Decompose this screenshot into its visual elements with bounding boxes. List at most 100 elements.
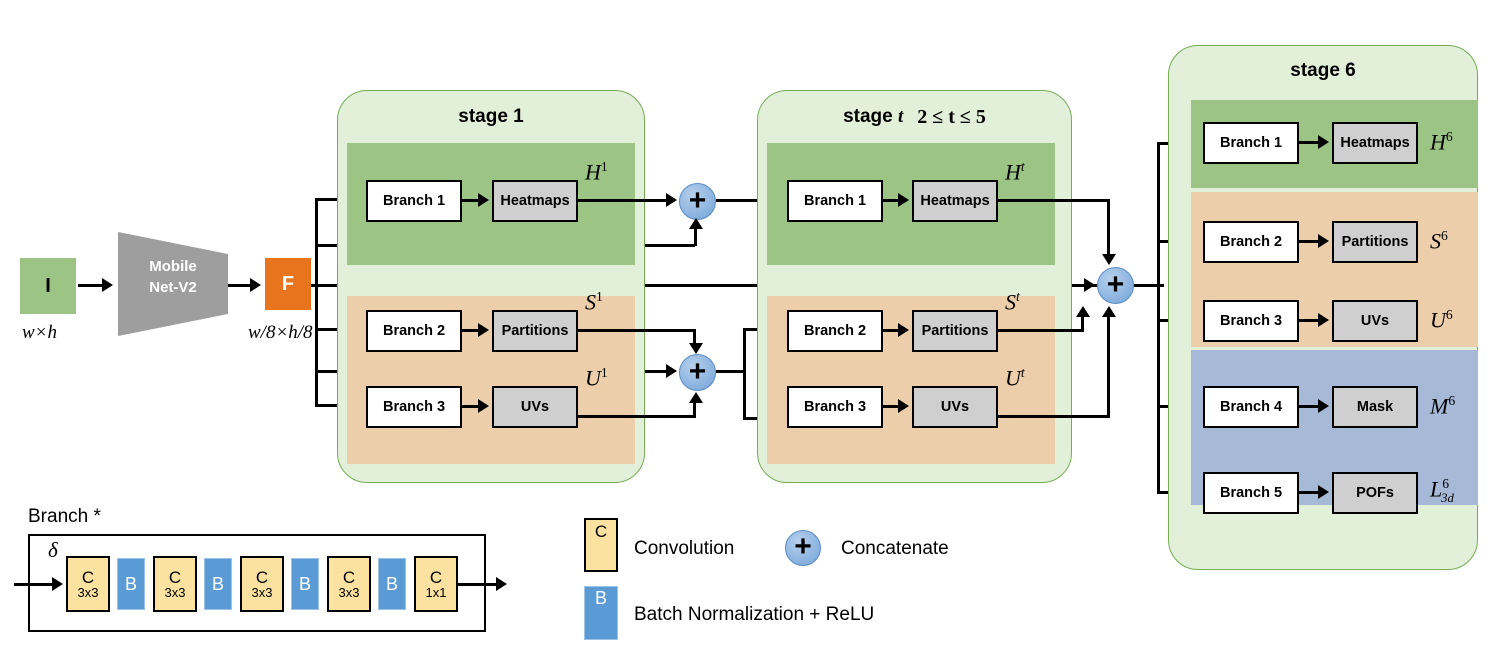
stage-t-branch-2: Branch 2	[787, 310, 883, 352]
arrowhead-s1-concat-green-in	[666, 193, 677, 207]
backbone-trapezoid-icon	[118, 232, 228, 336]
stage-t-branch-3: Branch 3	[787, 386, 883, 428]
stage6-input-bus	[1157, 142, 1160, 494]
stage-6-symbol-M: M6	[1430, 393, 1456, 419]
edge-st-uvs-up	[1107, 314, 1110, 416]
branch-block-bn-2: B	[204, 558, 232, 610]
arrowhead-concat-orange-top	[689, 343, 703, 354]
edge-s6-b1-to-heatmaps	[1299, 141, 1325, 144]
branch-block-conv-2-kernel: 3x3	[164, 585, 186, 601]
legend-bn-label: Batch Normalization + ReLU	[634, 604, 875, 625]
edge-branch-detail-in	[14, 583, 58, 586]
stage-t-output-heatmaps: Heatmaps	[912, 180, 998, 222]
edge-st-b1-to-heatmaps	[883, 199, 905, 202]
edge-st-partitions-up	[1081, 312, 1084, 330]
arrowhead-s1-heatmaps	[478, 193, 489, 207]
edge-st-heatmaps-down	[1107, 199, 1110, 257]
edge-s1-heatmaps-to-concat	[578, 199, 673, 202]
stage-1-symbol-S: S1	[585, 289, 603, 315]
branch-block-bn-3: B	[291, 558, 319, 610]
stage-1-output-uvs: UVs	[492, 386, 578, 428]
stage-1-output-heatmaps: Heatmaps	[492, 180, 578, 222]
branch-block-conv-2-letter: C	[168, 567, 182, 587]
stage-t-title: stage t 2 ≤ t ≤ 5	[757, 104, 1072, 130]
edge-s1-uvs-up	[693, 398, 696, 416]
stage-1-title: stage 1	[458, 106, 524, 127]
stage-6-output-heatmaps: Heatmaps	[1332, 122, 1418, 164]
edge-s6-b2-to-partitions	[1299, 240, 1325, 243]
stage-t-output-uvs: UVs	[912, 386, 998, 428]
branch-block-conv-3: C 3x3	[240, 556, 284, 612]
edge-main-concat-out	[1134, 284, 1164, 287]
arrowhead-s6-partitions	[1318, 234, 1329, 248]
edge-s1-partitions-down	[693, 329, 696, 347]
branch-block-conv-5: C 1x1	[414, 556, 458, 612]
stage-1-symbol-H: H1	[585, 159, 608, 185]
arrowhead-main-concat-bottom-right	[1102, 306, 1116, 317]
arrowhead-s6-heatmaps	[1318, 135, 1329, 149]
branch-block-conv-3-kernel: 3x3	[251, 585, 273, 601]
edge-s6-b3-to-uvs	[1299, 319, 1325, 322]
arrowhead-main-concat-top	[1102, 254, 1116, 265]
edge-concat-orange-bus	[743, 328, 746, 420]
feature-dims: w/8×h/8	[248, 322, 313, 343]
edge-skip-up-to-concat-green	[694, 222, 697, 246]
stage-1-branch-2: Branch 2	[366, 310, 462, 352]
stage-6-output-uvs: UVs	[1332, 300, 1418, 342]
arrowhead-s6-pofs	[1318, 485, 1329, 499]
legend-concat-label: Concatenate	[841, 538, 949, 559]
edge-s1-b1-to-heatmaps	[462, 199, 484, 202]
edge-concat-green-to-staget-b1	[716, 199, 784, 202]
arrowhead-main-concat-left	[1084, 278, 1095, 292]
legend-conv-swatch: C	[584, 518, 618, 572]
stage-6-symbol-H: H6	[1430, 129, 1453, 155]
arrowhead-to-backbone	[102, 278, 113, 292]
feature-split-bus	[315, 198, 318, 406]
stage-1-symbol-U: U1	[585, 365, 608, 391]
arrowhead-main-concat-bottom-left	[1076, 306, 1090, 317]
backbone-label: Mobile Net-V2	[123, 256, 223, 298]
edge-feature-skip-long	[311, 284, 1111, 287]
concat-node-main: +	[1097, 267, 1134, 304]
edge-st-b2-to-partitions	[883, 329, 905, 332]
branch-block-conv-5-kernel: 1x1	[425, 585, 447, 601]
branch-block-conv-1: C 3x3	[66, 556, 110, 612]
legend-bn-swatch: B	[584, 586, 618, 640]
stage-t-output-partitions: Partitions	[912, 310, 998, 352]
edge-image-to-backbone	[78, 284, 104, 287]
arrowhead-s6-mask	[1318, 399, 1329, 413]
stage-6-branch-2: Branch 2	[1203, 221, 1299, 263]
feature-map-box: F	[265, 258, 311, 310]
edge-backbone-to-feature	[228, 284, 252, 287]
arrowhead-s1-uvs	[478, 399, 489, 413]
stage-6-symbol-L3d: L63d	[1430, 476, 1454, 505]
arrowhead-st-heatmaps	[898, 193, 909, 207]
edge-st-uvs-to-main	[998, 415, 1110, 418]
edge-st-b3-to-uvs	[883, 405, 905, 408]
branch-block-conv-2: C 3x3	[153, 556, 197, 612]
edge-s1-uvs-to-concat	[578, 415, 696, 418]
branch-block-conv-1-letter: C	[81, 567, 95, 587]
edge-s6-b5-to-pofs	[1299, 491, 1325, 494]
legend-conv-label: Convolution	[634, 538, 735, 559]
stage-1-branch-3: Branch 3	[366, 386, 462, 428]
stage-1-branch-1: Branch 1	[366, 180, 462, 222]
stage-t-subtitle: 2 ≤ t ≤ 5	[917, 106, 986, 128]
stage-6-branch-3: Branch 3	[1203, 300, 1299, 342]
backbone-label-line2: Net-V2	[149, 279, 197, 296]
arrowhead-st-uvs	[898, 399, 909, 413]
backbone-shape	[118, 232, 228, 336]
arrowhead-s1-concat-orange-in	[666, 364, 677, 378]
stage-6-output-partitions: Partitions	[1332, 221, 1418, 263]
stage-6-branch-5: Branch 5	[1203, 472, 1299, 514]
stage-1-output-partitions: Partitions	[492, 310, 578, 352]
branch-block-conv-4-letter: C	[342, 567, 356, 587]
branch-detail-delta: δ	[48, 538, 58, 562]
branch-block-conv-4: C 3x3	[327, 556, 371, 612]
arrowhead-st-partitions	[898, 323, 909, 337]
edge-concat-orange-out	[716, 370, 746, 373]
edge-st-heatmaps-to-main	[998, 199, 1110, 202]
branch-block-conv-5-letter: C	[429, 567, 443, 587]
edge-s1-b2-to-partitions	[462, 329, 484, 332]
